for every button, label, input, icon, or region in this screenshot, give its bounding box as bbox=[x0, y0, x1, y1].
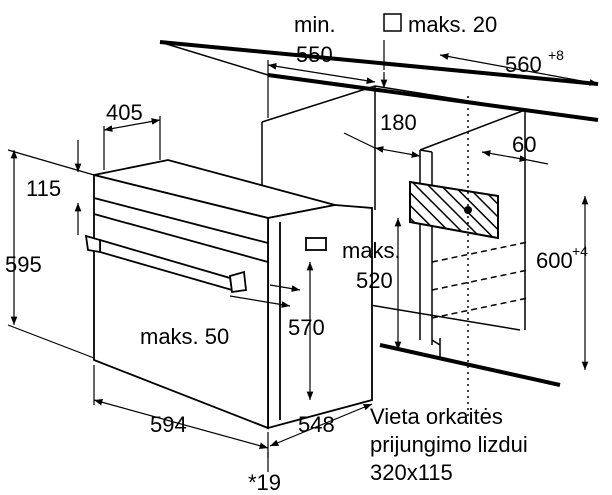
label-560-sup: +8 bbox=[548, 47, 564, 63]
dimension-lines bbox=[7, 40, 599, 472]
label-min: min. bbox=[294, 12, 336, 37]
label-180: 180 bbox=[380, 110, 417, 135]
label-600-sup: +4 bbox=[572, 243, 588, 259]
socket-area bbox=[409, 96, 499, 420]
label-115: 115 bbox=[26, 176, 61, 201]
label-note-19: *19 bbox=[248, 470, 281, 495]
label-570: 570 bbox=[288, 315, 325, 340]
square-symbol-icon bbox=[383, 13, 402, 32]
label-550: 550 bbox=[296, 42, 333, 67]
label-520: 520 bbox=[356, 268, 393, 293]
label-594: 594 bbox=[150, 412, 187, 437]
socket-label-line2: prijungimo lizdui bbox=[370, 432, 528, 457]
socket-label-line3: 320x115 bbox=[370, 460, 453, 485]
label-560: 560 bbox=[505, 52, 542, 77]
label-maks-50: maks. 50 bbox=[140, 324, 229, 349]
label-maks-20: maks. 20 bbox=[408, 12, 497, 37]
labels: min. maks. 20 550 560 +8 405 180 60 115 … bbox=[5, 12, 588, 495]
label-maks: maks. bbox=[342, 238, 401, 263]
label-600: 600 bbox=[536, 248, 573, 273]
label-405: 405 bbox=[106, 100, 143, 125]
socket-label-line1: Vieta orkaitės bbox=[370, 404, 503, 429]
label-60: 60 bbox=[512, 132, 536, 157]
label-595: 595 bbox=[5, 252, 42, 277]
label-548: 548 bbox=[298, 412, 335, 437]
oven bbox=[84, 159, 373, 430]
